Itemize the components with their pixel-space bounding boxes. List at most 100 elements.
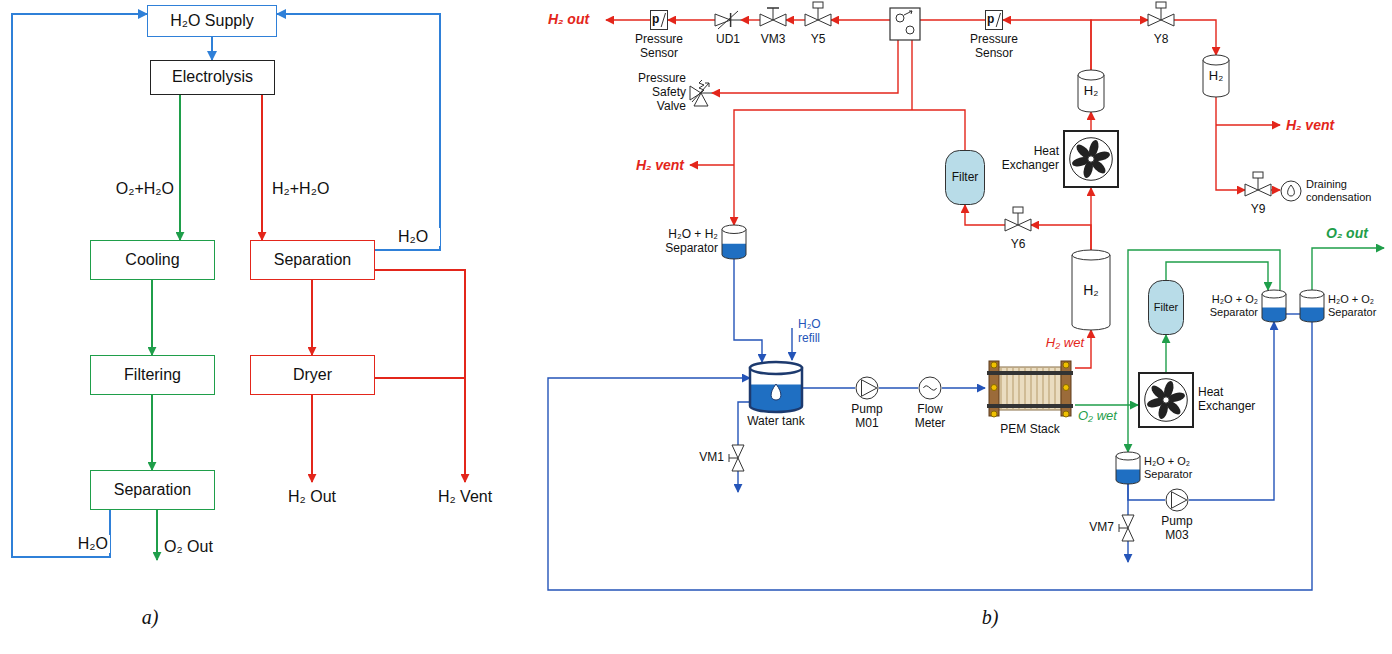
solenoid-valve: Y9 [1245,180,1271,200]
shape-part [750,385,802,413]
pipe-connector [802,387,855,388]
panel-label: a) [135,606,165,629]
text-holder: Filter [945,150,985,205]
text-holder: Draining condensation [1306,178,1388,203]
valve-body [890,8,920,40]
text-holder: Dryer [251,356,374,394]
shape-part [1262,308,1286,322]
text-holder: VM3 [761,33,786,47]
pipe-connector [1127,484,1128,515]
water-tank: Water tank [750,362,802,412]
flow-meter-drawing [918,376,942,400]
pipe-connector [261,95,263,240]
text-holder: Pump M03 [1157,515,1197,543]
text-holder: Pressure Safety Valve [630,72,686,113]
solenoid-valve-drawing [1005,215,1031,235]
shape-part [1281,181,1301,201]
process-box: Separation [250,240,375,280]
vent-line [1216,124,1280,125]
valve-port [906,26,914,34]
shape-part [771,384,781,400]
pipe-connector [151,280,153,355]
shape-part [1119,524,1120,532]
text-holder: H₂O + H₂ Separator [652,228,718,256]
text-holder: p [650,10,668,30]
node-text: VM1 [699,450,724,464]
heat-exchanger-drawing [1063,130,1119,188]
pipe-connector [734,110,965,225]
shape-part [1203,60,1229,97]
node-text: Dryer [293,366,332,384]
shape-part [1288,185,1295,196]
pipe-connector [1128,484,1165,500]
solenoid-valve: Y8 [1148,10,1174,30]
shape-part [856,377,878,399]
text-holder: H₂ [1072,250,1110,330]
pipe-connector [1166,262,1268,290]
shape-part [773,8,774,20]
text-holder: H₂O + O₂ Separator [1328,293,1386,318]
shape-part [1262,290,1286,298]
node-text: Filtering [124,366,181,384]
valve-port [896,14,904,22]
process-box: Dryer [250,355,375,395]
node-text: Y8 [1154,32,1169,46]
node-text: Cooling [125,251,179,269]
pipe-connector [734,259,762,362]
edge-label: H₂O [62,535,110,553]
shape-part [1063,411,1069,417]
text-holder: H₂ [1203,55,1229,97]
safety-valve: Pressure Safety Valve [690,80,712,106]
text-holder: p [985,10,1003,30]
separator-tank-drawing [1300,290,1324,322]
shape-part [750,362,802,374]
pipe-connector [668,19,715,20]
filter-unit: Filter [1148,280,1184,335]
text-holder: Separation [91,471,214,509]
shape-part [818,8,819,20]
pipe-connector [942,387,985,388]
node-text: Y6 [1011,237,1026,251]
shape-part [1172,492,1187,509]
text-holder: H₂O Supply [148,6,276,36]
heat-exchanger-drawing [1138,372,1194,428]
manual-valve: VM7 [1118,515,1138,541]
pipe-connector [277,14,440,250]
manual-valve: VM1 [728,445,748,471]
shape-part [987,371,1073,375]
pipe-connector [1091,20,1148,70]
node-text: Pump M03 [1161,514,1192,542]
shape-part [651,11,668,30]
shape-part [1161,8,1162,20]
pressure-sensor: pPressure Sensor [650,10,668,30]
heat-exchanger: Heat Exchanger [1138,372,1194,428]
node-text: Separation [274,251,351,269]
text-holder: Flow Meter [908,403,952,431]
vent-line [690,164,734,165]
shape-part [1072,255,1110,330]
pump-symbol: Pump M01 [855,376,879,400]
flow-label: H₂ out [548,11,604,27]
node-text: H₂ [1209,69,1223,84]
shape-part [1072,255,1110,330]
solenoid-valve-drawing [1148,10,1174,30]
hydrogen-outlet [311,395,313,482]
node-text: p [652,13,659,27]
shape-part [661,13,665,27]
node-text: Electrolysis [172,68,253,86]
separator-tank: H₂O + O₂ Separator [1116,452,1140,484]
text-holder: Y9 [1251,203,1266,217]
gas-cylinder: H₂ [1203,55,1229,97]
text-holder: H₂ [1078,70,1104,112]
node-text: Heat Exchanger [1198,385,1255,413]
pipe-connector [1189,322,1274,500]
shape-part [1203,60,1229,97]
pipe-connector [311,280,313,355]
three-way-valve [890,8,920,40]
pipe-connector [211,37,213,60]
text-holder: H₂O + O₂ Separator [1192,293,1258,318]
node-text: H₂O + O₂ Separator [1144,455,1192,480]
edge-label: H₂+H₂O [270,180,364,198]
